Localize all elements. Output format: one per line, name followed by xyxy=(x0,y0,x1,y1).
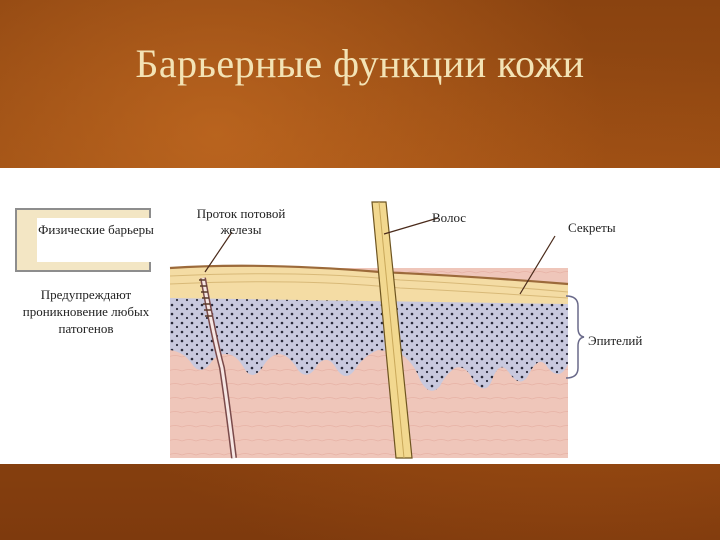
barrier-description: Предупреждают проникновение любых патоге… xyxy=(22,287,150,336)
label-epithelium: Эпителий xyxy=(588,333,643,348)
epithelium-layer xyxy=(170,296,568,391)
epithelium-brace xyxy=(565,295,585,379)
slide-title: Барьерные функции кожи xyxy=(135,41,585,86)
label-secretions: Секреты xyxy=(568,220,616,235)
physical-barriers-box: Физические барьеры xyxy=(15,208,155,272)
label-sweat-duct: Проток потовой железы xyxy=(196,206,286,237)
leader-lines xyxy=(204,217,556,295)
physical-barriers-label: Физические барьеры xyxy=(37,218,155,262)
skin-cross-section xyxy=(169,201,585,459)
diagram-panel: Физические барьеры Предупреждают проникн… xyxy=(0,168,720,464)
sweat-gland-duct xyxy=(199,277,237,459)
label-hair: Волос xyxy=(432,210,467,225)
hair-shaft xyxy=(371,201,413,459)
